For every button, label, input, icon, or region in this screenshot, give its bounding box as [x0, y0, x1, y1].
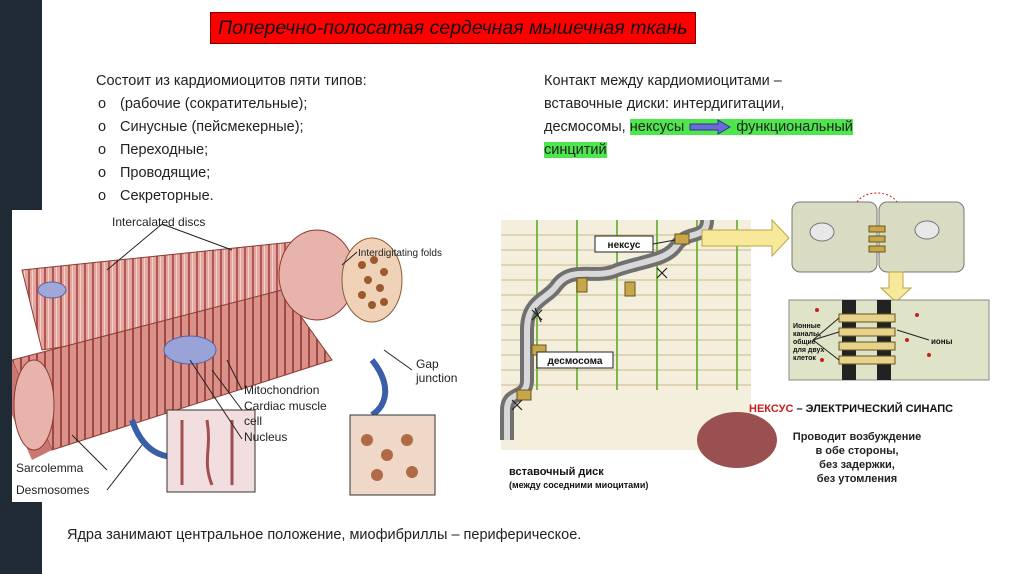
list-item: Синусные (пейсмекерные);: [96, 116, 307, 139]
right-arrow-icon: [688, 119, 732, 135]
list-item: (рабочие (сократительные);: [96, 93, 307, 116]
label-ion-3: общие: [793, 338, 816, 346]
nexus-drawing: нексус десмосома вставочный диск (между …: [477, 190, 1017, 510]
types-intro: Состоит из кардиомиоцитов пяти типов:: [96, 70, 367, 93]
list-item: Секреторные.: [96, 185, 307, 208]
types-list: (рабочие (сократительные); Синусные (пей…: [96, 93, 307, 208]
label-ion-4: для двух: [793, 347, 824, 354]
label-gap: Gap: [416, 357, 439, 371]
label-disc: вставочный диск: [509, 466, 604, 478]
property-1: Проводит возбуждение: [793, 431, 921, 443]
label-cardiac: Cardiac muscle: [244, 399, 327, 413]
label-junction: junction: [415, 371, 457, 385]
functional-word: функциональный: [736, 119, 852, 135]
contact-line-1: Контакт между кардиомиоцитами –: [544, 70, 782, 93]
label-desmosomes: Desmosomes: [16, 483, 89, 497]
label-interdigitating: Interdigitating folds: [358, 248, 442, 259]
property-3: без задержки,: [819, 459, 895, 471]
synapse-title: НЕКСУС – ЭЛЕКТРИЧЕСКИЙ СИНАПС: [749, 402, 953, 415]
contact-line-4: синцитий: [544, 139, 607, 162]
syncytium-word: синцитий: [544, 142, 607, 158]
footer-note: Ядра занимают центральное положение, мио…: [67, 527, 581, 543]
property-4: без утомления: [817, 473, 897, 485]
label-ion-5: клеток: [793, 355, 816, 362]
label-disc-sub: (между соседними миоцитами): [509, 480, 648, 490]
synapse-red: НЕКСУС: [749, 403, 793, 415]
contact-line-3: десмосомы, нексусы функциональный: [544, 116, 853, 139]
label-intercalated: Intercalated discs: [112, 215, 205, 229]
slide-title: Поперечно-полосатая сердечная мышечная т…: [210, 12, 696, 44]
list-item: Проводящие;: [96, 162, 307, 185]
property-2: в обе стороны,: [815, 445, 898, 457]
nexus-diagram: нексус десмосома вставочный диск (между …: [477, 190, 1017, 510]
contact-prefix: десмосомы,: [544, 119, 626, 135]
cardiac-muscle-illustration: Intercalated discs Interdigitating folds…: [12, 210, 462, 502]
nexus-word: нексусы: [630, 119, 685, 135]
label-sarcolemma: Sarcolemma: [16, 461, 84, 475]
label-desmosome: десмосома: [548, 356, 603, 367]
nexus-highlight: нексусы функциональный: [630, 119, 853, 135]
contact-line-2: вставочные диски: интердигитации,: [544, 93, 784, 116]
label-ions: ионы: [931, 337, 953, 346]
label-nexus: нексус: [608, 240, 641, 251]
list-item: Переходные;: [96, 139, 307, 162]
label-mitochondrion: Mitochondrion: [244, 383, 319, 397]
label-cell: cell: [244, 414, 262, 428]
label-ion-1: Ионные: [793, 323, 821, 330]
label-ion-2: каналы,: [793, 331, 821, 338]
cardiac-muscle-drawing: Intercalated discs Interdigitating folds…: [12, 210, 462, 502]
synapse-rest: – ЭЛЕКТРИЧЕСКИЙ СИНАПС: [793, 402, 953, 415]
label-nucleus: Nucleus: [244, 430, 287, 444]
